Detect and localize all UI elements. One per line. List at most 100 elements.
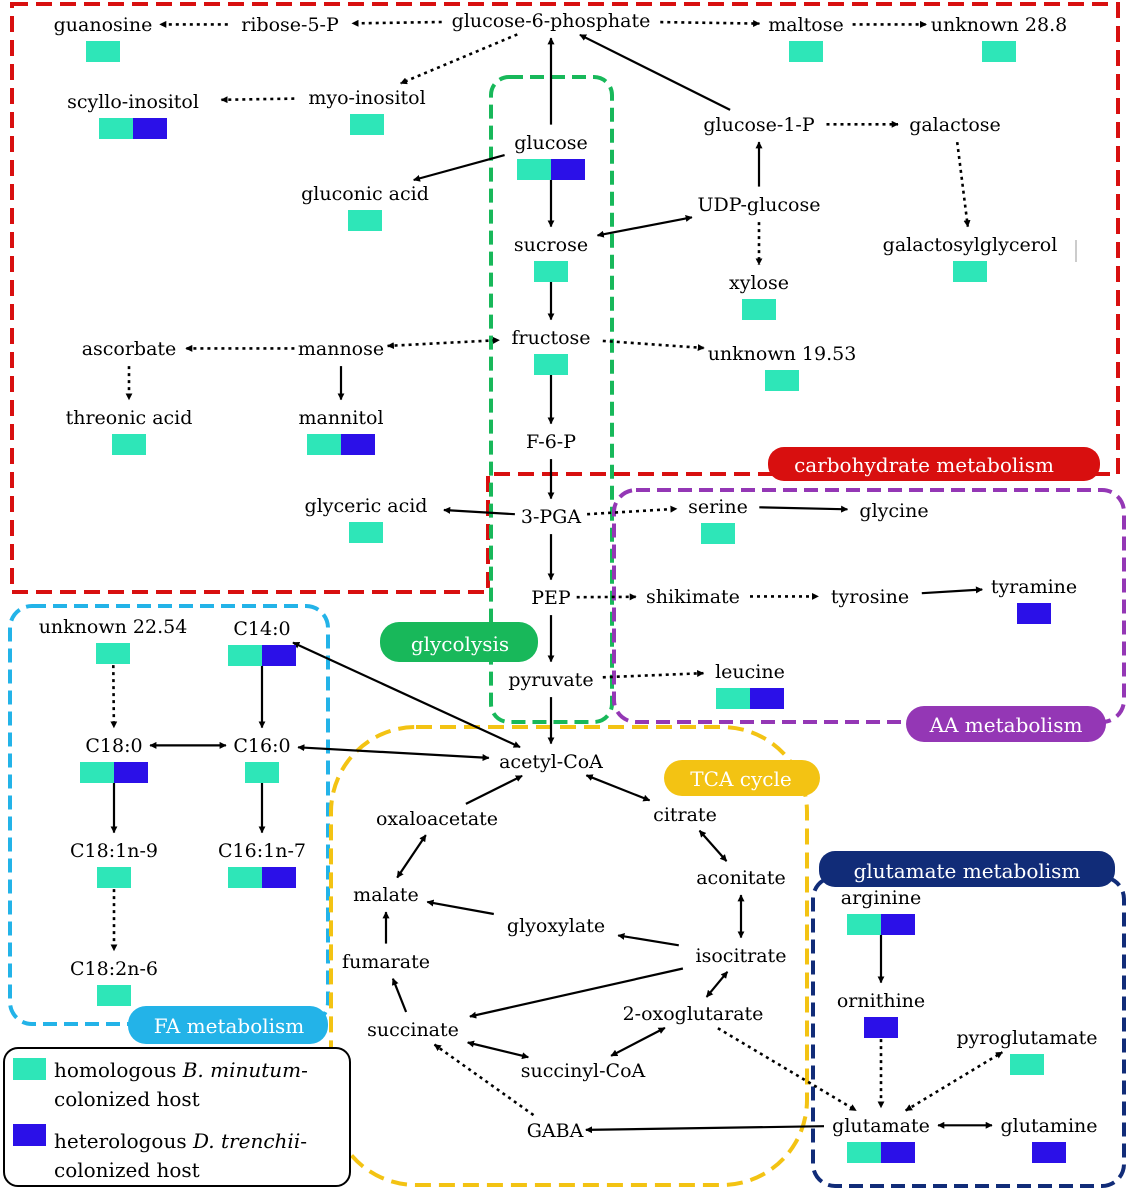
marker-homologous-unknown2254 <box>96 643 130 664</box>
node-label-shikimate: shikimate <box>646 586 740 608</box>
node-g6p: glucose-6-phosphate <box>452 10 651 32</box>
node-acetylcoa: acetyl-CoA <box>499 751 603 773</box>
edge-c140-acetylcoa <box>292 641 521 749</box>
node-fructose: fructose <box>511 327 591 375</box>
legend-swatch-homologous <box>13 1058 46 1080</box>
glutamate-label: glutamate metabolism <box>854 859 1081 883</box>
marker-homologous-glutamate <box>847 1142 881 1163</box>
node-label-gluconic: gluconic acid <box>301 183 429 205</box>
node-label-oxaloacetate: oxaloacetate <box>376 808 498 830</box>
node-label-c160: C16:0 <box>233 735 290 757</box>
edge-oxoglutarate-glutamate <box>717 1027 857 1112</box>
node-fumarate: fumarate <box>342 951 430 973</box>
tca-label-badge: TCA cycle <box>664 760 820 796</box>
node-unknown2254: unknown 22.54 <box>39 616 188 664</box>
edge-glyoxylate-malate <box>426 899 494 916</box>
edge-acetylcoa-citrate <box>585 774 651 802</box>
node-label-leucine: leucine <box>715 661 785 683</box>
node-label-c161: C16:1n-7 <box>218 840 306 862</box>
aa-label: AA metabolism <box>929 713 1083 737</box>
node-ornithine: ornithine <box>837 990 925 1038</box>
node-label-glucose1p: glucose-1-P <box>703 114 814 136</box>
node-label-pep: PEP <box>531 587 571 609</box>
fa-label-badge: FA metabolism <box>128 1006 328 1044</box>
node-label-f6p: F-6-P <box>526 431 576 453</box>
node-label-oxoglutarate: 2-oxoglutarate <box>623 1003 764 1025</box>
edge-sucrose-udpglucose <box>596 215 693 238</box>
node-scyllo: scyllo-inositol <box>67 91 199 139</box>
node-label-arginine: arginine <box>841 887 921 909</box>
node-gluconic: gluconic acid <box>301 183 429 231</box>
marker-homologous-c161 <box>228 867 262 888</box>
node-label-aconitate: aconitate <box>696 867 786 889</box>
node-label-gaba: GABA <box>527 1120 584 1142</box>
node-label-glutamate: glutamate <box>832 1115 930 1137</box>
node-c161: C16:1n-7 <box>218 840 306 888</box>
node-label-ribose5p: ribose-5-P <box>241 14 339 36</box>
marker-heterologous-c161 <box>262 867 296 888</box>
marker-homologous-myo <box>350 114 384 135</box>
node-galactosylglycerol: galactosylglycerol <box>883 234 1058 282</box>
edge-glutamate-pyroglutamate <box>905 1051 1003 1112</box>
node-xylose: xylose <box>729 272 789 320</box>
carbohydrate-label-badge: carbohydrate metabolism <box>768 447 1100 481</box>
carbohydrate-label: carbohydrate metabolism <box>794 453 1054 477</box>
node-label-glyceric: glyceric acid <box>305 495 428 517</box>
marker-homologous-galactosylglycerol <box>953 261 987 282</box>
marker-homologous-threonic <box>112 434 146 455</box>
marker-homologous-sucrose <box>534 261 568 282</box>
marker-homologous-serine <box>701 523 735 544</box>
marker-homologous-arginine <box>847 914 881 935</box>
node-glutamine: glutamine <box>1000 1115 1098 1163</box>
marker-heterologous-c140 <box>262 645 296 666</box>
edge-pyruvate-leucine <box>602 669 705 679</box>
legend-homologous-line2: colonized host <box>54 1087 200 1111</box>
marker-homologous-unknown1953 <box>765 370 799 391</box>
marker-homologous-maltose <box>789 41 823 62</box>
edge-citrate-aconitate <box>698 829 728 862</box>
node-threonic: threonic acid <box>66 407 192 455</box>
node-ascorbate: ascorbate <box>82 338 177 360</box>
edge-succinylcoa-succinate <box>467 1040 529 1060</box>
edge-mannose-fructose <box>386 336 500 350</box>
node-arginine: arginine <box>841 887 921 935</box>
legend-heterologous-line1: heterologous D. trenchii- <box>54 1129 307 1153</box>
node-udpglucose: UDP-glucose <box>698 194 821 216</box>
edge-fructose-unknown1953 <box>602 339 705 352</box>
node-label-pyroglutamate: pyroglutamate <box>956 1027 1097 1049</box>
node-label-galactosylglycerol: galactosylglycerol <box>883 234 1058 256</box>
node-tyrosine: tyrosine <box>831 586 909 608</box>
edge-g6p-ribose5p <box>351 19 442 27</box>
node-label-udpglucose: UDP-glucose <box>698 194 821 216</box>
node-pep: PEP <box>531 587 571 609</box>
node-label-unknown2254: unknown 22.54 <box>39 616 188 638</box>
node-label-c140: C14:0 <box>233 618 290 640</box>
marker-heterologous-arginine <box>881 914 915 935</box>
edge-pga-glyceric <box>443 506 515 516</box>
marker-homologous-fructose <box>534 354 568 375</box>
marker-homologous-glucose <box>517 159 551 180</box>
marker-homologous-leucine <box>716 688 750 709</box>
node-label-tyramine: tyramine <box>991 576 1077 598</box>
marker-homologous-scyllo <box>99 118 133 139</box>
node-label-galactose: galactose <box>909 114 1001 136</box>
marker-heterologous-ornithine <box>864 1017 898 1038</box>
node-myo: myo-inositol <box>308 87 426 135</box>
node-label-fumarate: fumarate <box>342 951 430 973</box>
node-label-c180: C18:0 <box>85 735 142 757</box>
node-glucose1p: glucose-1-P <box>703 114 814 136</box>
node-malate: malate <box>353 884 419 906</box>
node-c140: C14:0 <box>228 618 296 666</box>
node-label-sucrose: sucrose <box>514 234 588 256</box>
node-pga: 3-PGA <box>521 506 581 528</box>
marker-homologous-guanosine <box>86 41 120 62</box>
edge-succinate-fumarate <box>391 978 408 1013</box>
node-galactose: galactose <box>909 114 1001 136</box>
marker-homologous-gluconic <box>348 210 382 231</box>
node-label-ascorbate: ascorbate <box>82 338 177 360</box>
node-label-succinate: succinate <box>367 1019 459 1041</box>
legend-homologous-line1: homologous B. minutum- <box>54 1058 308 1082</box>
node-aconitate: aconitate <box>696 867 786 889</box>
node-unknown288: unknown 28.8 <box>931 14 1067 62</box>
